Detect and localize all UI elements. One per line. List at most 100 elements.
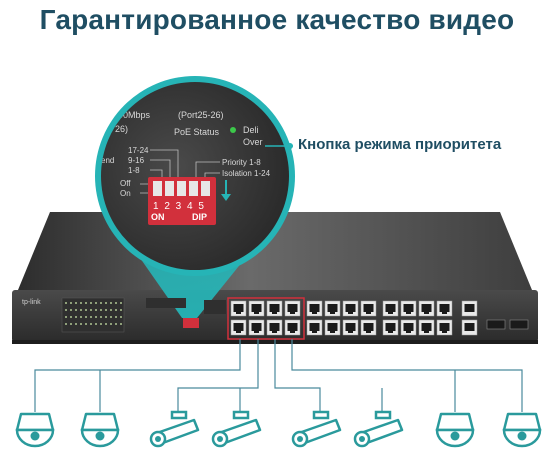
priority-button-callout: Кнопка режима приоритета	[298, 136, 502, 153]
led-indicator	[80, 309, 82, 311]
rj45-port-3[interactable]	[266, 300, 283, 317]
connection-lines	[34, 339, 523, 412]
rj45-port-21[interactable]	[382, 319, 399, 336]
rj45-port-16[interactable]	[360, 319, 377, 336]
led-indicator	[85, 309, 87, 311]
rj45-port-10[interactable]	[324, 300, 341, 317]
led-indicator	[90, 302, 92, 304]
dip-switch-physical[interactable]	[183, 318, 199, 328]
rj45-port-19[interactable]	[418, 300, 435, 317]
led-indicator	[95, 323, 97, 325]
zoom-26: 26)	[115, 124, 128, 134]
dip-toggle-4[interactable]	[189, 181, 198, 196]
led-indicator	[70, 323, 72, 325]
zoom-isolation: Isolation 1-24	[222, 169, 271, 178]
led-indicator	[75, 316, 77, 318]
led-indicator	[110, 316, 112, 318]
brand-logo: tp-link	[22, 299, 41, 306]
rj45-port-14[interactable]	[324, 319, 341, 336]
rj45-port-7[interactable]	[266, 319, 283, 336]
rj45-port-4[interactable]	[284, 300, 301, 317]
led-indicator	[120, 316, 122, 318]
zoom-on: On	[120, 189, 131, 198]
rj45-port-12[interactable]	[360, 300, 377, 317]
led-indicator	[110, 302, 112, 304]
port-group	[230, 300, 478, 336]
dip-switch-zoom: 00Mbps (Port25-26) 26) PoE Status Deli O…	[95, 76, 295, 276]
rj45-port-23[interactable]	[418, 319, 435, 336]
zoom-range-17-24: 17-24	[128, 146, 149, 155]
rj45-port-1[interactable]	[230, 300, 247, 317]
bullet-camera-icon	[149, 410, 200, 448]
bullet-camera-icon	[291, 410, 342, 448]
rj45-port-18[interactable]	[400, 300, 417, 317]
led-indicator	[100, 316, 102, 318]
rj45-port-9[interactable]	[306, 300, 323, 317]
rj45-port-5[interactable]	[230, 319, 247, 336]
zoom-speed: 00Mbps	[118, 110, 151, 120]
led-indicator	[85, 323, 87, 325]
rj45-port-13[interactable]	[306, 319, 323, 336]
led-indicator	[110, 323, 112, 325]
zoom-range-9-16: 9-16	[128, 156, 145, 165]
led-indicator	[100, 309, 102, 311]
led-indicator	[95, 302, 97, 304]
led-indicator	[115, 323, 117, 325]
led-indicator	[120, 302, 122, 304]
rj45-port-17[interactable]	[382, 300, 399, 317]
dome-camera-icon	[80, 412, 120, 448]
dip-toggle-1[interactable]	[153, 181, 162, 196]
rj45-port-22[interactable]	[400, 319, 417, 336]
poe-led-icon	[230, 127, 236, 133]
sfp-port-1[interactable]	[486, 319, 506, 330]
priority-port-frame	[227, 297, 305, 340]
camera-row	[15, 410, 542, 448]
rj45-port-8[interactable]	[284, 319, 301, 336]
zoom-end: end	[101, 156, 114, 165]
led-indicator	[75, 302, 77, 304]
rj45-port-26[interactable]	[461, 319, 478, 336]
led-indicator	[105, 302, 107, 304]
page-title: Гарантированное качество видео	[39, 4, 515, 35]
rj45-port-11[interactable]	[342, 300, 359, 317]
rj45-port-24[interactable]	[436, 319, 453, 336]
led-indicator	[85, 316, 87, 318]
led-indicator	[65, 316, 67, 318]
zoom-off: Off	[120, 179, 131, 188]
led-indicator	[115, 302, 117, 304]
rj45-port-2[interactable]	[248, 300, 265, 317]
led-indicator	[120, 323, 122, 325]
rj45-port-6[interactable]	[248, 319, 265, 336]
dome-camera-icon	[502, 412, 542, 448]
led-indicator	[70, 316, 72, 318]
led-indicator	[105, 316, 107, 318]
rj45-port-20[interactable]	[436, 300, 453, 317]
zoom-deli: Deli	[243, 125, 259, 135]
dip-toggle-3[interactable]	[177, 181, 186, 196]
dip-toggle-5[interactable]	[201, 181, 210, 196]
rj45-port-15[interactable]	[342, 319, 359, 336]
led-panel	[61, 297, 125, 333]
zoom-poe-status: PoE Status	[174, 127, 220, 137]
led-indicator	[70, 309, 72, 311]
status-panel	[204, 300, 226, 314]
arrow-down-icon	[221, 180, 231, 201]
led-indicator	[90, 316, 92, 318]
rj45-port-25[interactable]	[461, 300, 478, 317]
bullet-camera-icon	[211, 410, 262, 448]
dome-camera-icon	[435, 412, 475, 448]
dip-toggle-2[interactable]	[165, 181, 174, 196]
led-indicator	[65, 309, 67, 311]
led-indicator	[115, 309, 117, 311]
dip-label: DIP	[192, 212, 207, 222]
led-grid	[65, 302, 122, 325]
dip-on-label: ON	[151, 212, 165, 222]
dome-camera-icon	[15, 412, 55, 448]
led-indicator	[95, 316, 97, 318]
led-indicator	[70, 302, 72, 304]
poe-label-area	[146, 298, 186, 308]
led-indicator	[115, 316, 117, 318]
sfp-port-2[interactable]	[509, 319, 529, 330]
zoom-port: (Port25-26)	[178, 110, 224, 120]
